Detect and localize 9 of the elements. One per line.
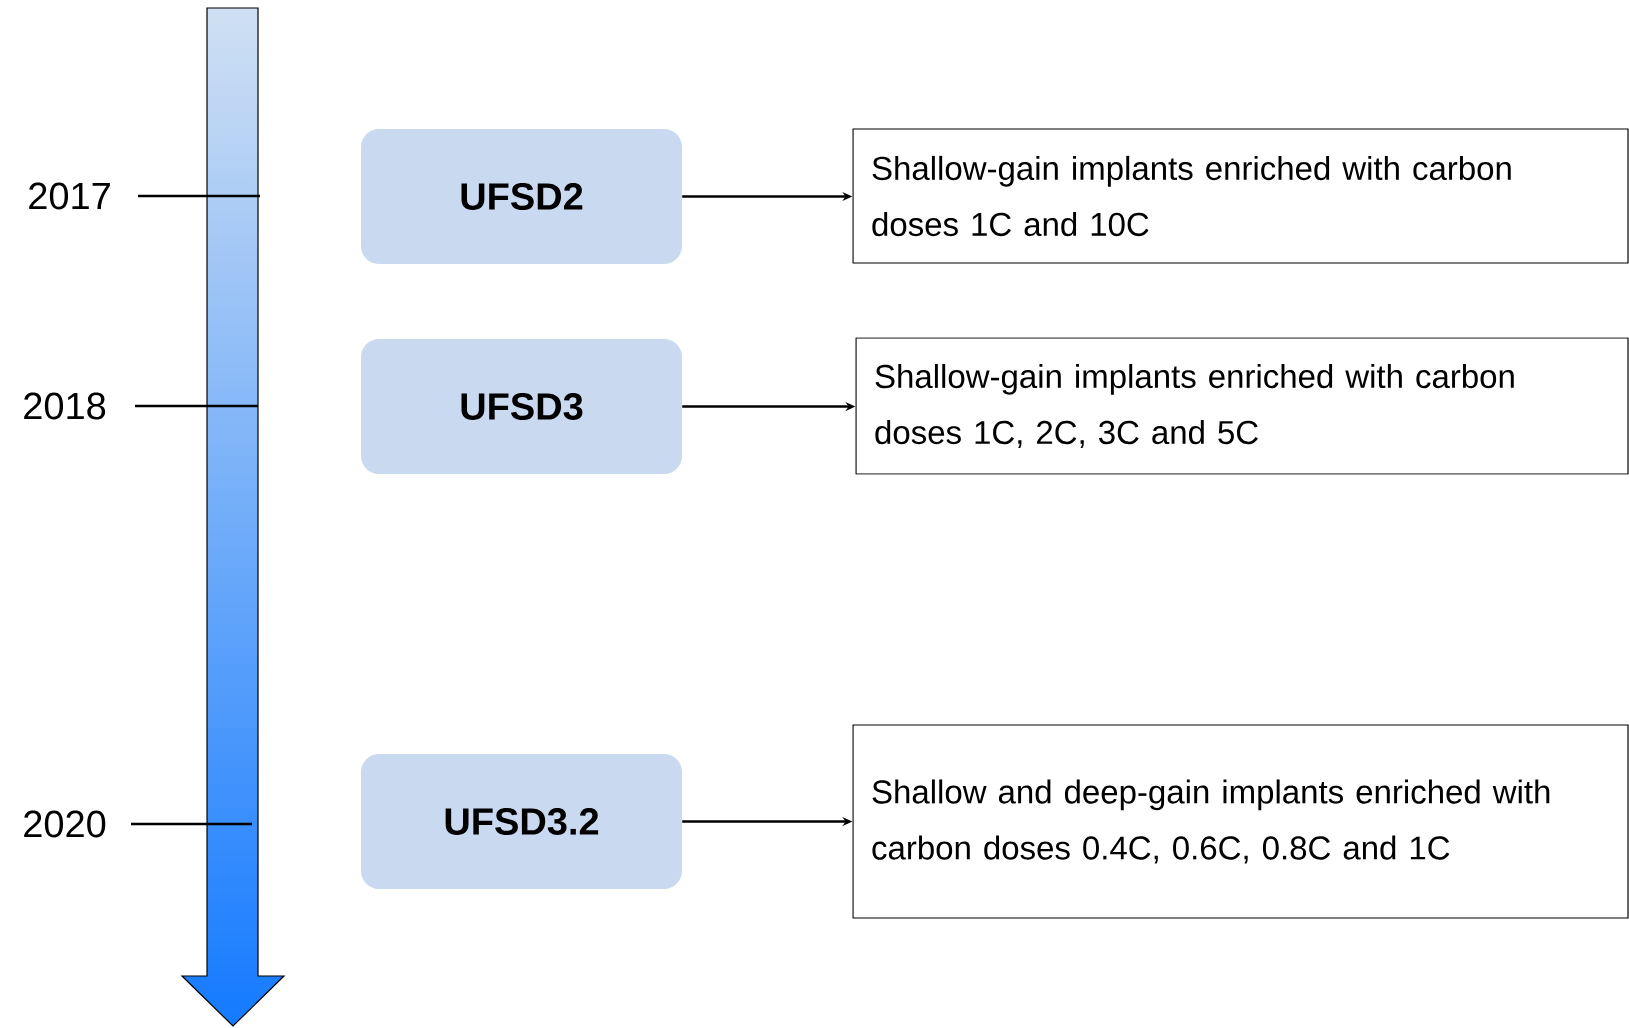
- version-box: UFSD3: [361, 339, 682, 474]
- year-label: 2018: [24, 392, 106, 420]
- description-box: Shallow-gain implants enriched with carbon doses 1C, 2C, 3C and 5C: [855, 337, 1629, 475]
- description-box: Shallow-gain implants enriched with carbon doses 1C and 10C: [852, 128, 1629, 264]
- year-label: 2020: [24, 810, 106, 838]
- version-box: UFSD3.2: [361, 754, 682, 889]
- version-box: UFSD2: [361, 129, 682, 264]
- description-box: Shallow and deep-gain implants enriched with carbon doses 0.4C, 0.6C, 0.8C and 1C: [852, 724, 1629, 919]
- year-label: 2017: [29, 182, 110, 210]
